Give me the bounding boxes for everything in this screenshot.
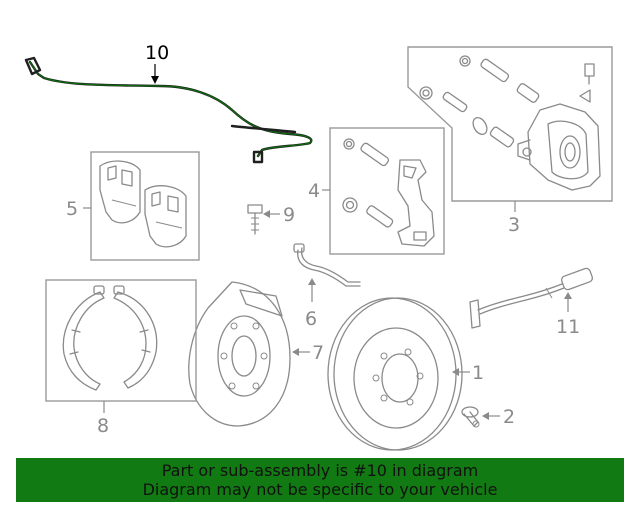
callout-6: 6 [305, 308, 317, 330]
callout-5: 5 [66, 198, 78, 220]
part-10-brake-wear-sensor-wire[interactable] [24, 56, 313, 164]
part-8-brake-shoes[interactable] [62, 285, 158, 391]
part-1-brake-rotor[interactable] [327, 297, 463, 451]
callout-7: 7 [312, 342, 324, 364]
part-8-box [45, 279, 197, 402]
part-6-brake-line[interactable] [293, 243, 361, 287]
callout-11: 11 [556, 316, 580, 338]
caliper-body-icon [517, 103, 601, 191]
part-4-caliper-bracket[interactable] [342, 138, 435, 247]
callout-2: 2 [503, 406, 515, 428]
part-3-box [407, 46, 613, 202]
caliper-bolt-icon [419, 55, 595, 157]
callout-10: 10 [145, 42, 169, 64]
part-5-box [90, 151, 200, 261]
callout-8: 8 [97, 415, 109, 437]
callout-3: 3 [508, 214, 520, 236]
callout-9: 9 [283, 204, 295, 226]
banner-line-2: Diagram may not be specific to your vehi… [142, 480, 498, 499]
callout-4: 4 [308, 180, 320, 202]
callout-1: 1 [472, 362, 484, 384]
part-5-brake-pads[interactable] [99, 160, 187, 248]
part-7-dust-shield[interactable] [188, 281, 291, 427]
banner-line-1: Part or sub-assembly is #10 in diagram [161, 461, 479, 480]
part-4-box [329, 127, 445, 255]
part-2-rotor-screw[interactable] [461, 406, 480, 428]
callout-10-leader [151, 64, 159, 84]
notice-banner: Part or sub-assembly is #10 in diagram D… [16, 458, 624, 502]
part-11-wear-sensor[interactable] [469, 267, 594, 329]
part-9-bolt[interactable] [247, 204, 263, 235]
caliper-assembly-group [407, 46, 613, 212]
